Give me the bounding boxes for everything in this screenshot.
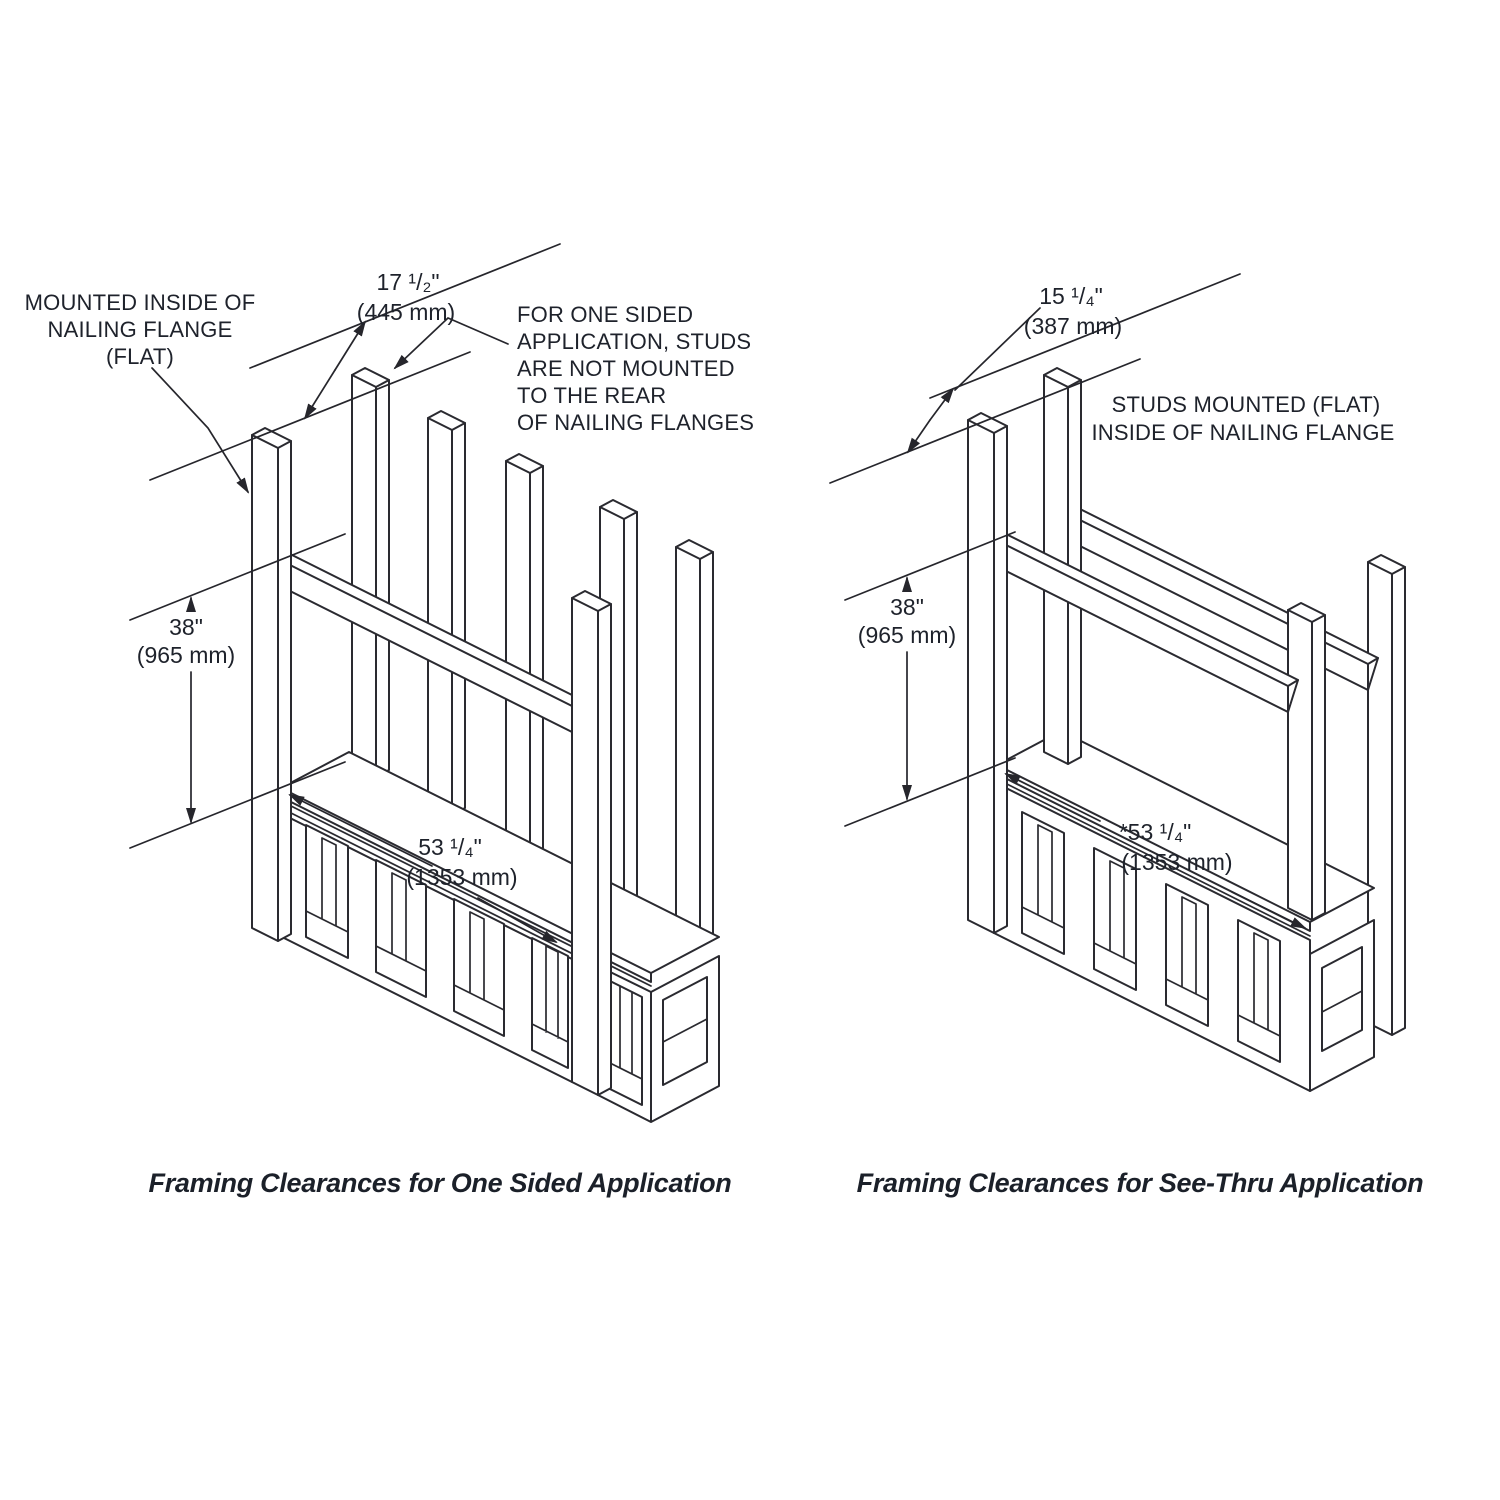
sill-openings xyxy=(1021,811,1281,1063)
right-mid-post xyxy=(1287,602,1326,921)
rear-framing-hints xyxy=(1021,824,1281,1037)
depth-dim-metric: (387 mm) xyxy=(1024,313,1122,339)
height-dim-value: 38" xyxy=(890,594,924,620)
see-thru-caption: Framing Clearances for See-Thru Applicat… xyxy=(857,1168,1424,1198)
one-sided-line3: ARE NOT MOUNTED xyxy=(517,356,735,381)
mounted-label-line1: MOUNTED INSIDE OF xyxy=(25,290,256,315)
studs-mounted-note: STUDS MOUNTED (FLAT) INSIDE OF NAILING F… xyxy=(1091,392,1394,445)
height-dim-metric: (965 mm) xyxy=(858,622,956,648)
sill-openings xyxy=(305,824,569,1069)
mounted-label-line2: NAILING FLANGE xyxy=(48,317,233,342)
height-dim-value: 38" xyxy=(169,614,203,640)
one-sided-note: FOR ONE SIDED APPLICATION, STUDS ARE NOT… xyxy=(393,302,754,435)
king-studs xyxy=(251,427,612,1096)
one-sided-line2: APPLICATION, STUDS xyxy=(517,329,751,354)
width-dimension: *53 ¹/₄" (1353 mm) xyxy=(1004,773,1307,929)
depth-dimension: 15 ¹/₄" (387 mm) xyxy=(829,273,1241,484)
studs-note-line1: STUDS MOUNTED (FLAT) xyxy=(1112,392,1381,417)
width-dim-value: 53 ¹/₄" xyxy=(418,834,482,860)
studs-note-line2: INSIDE OF NAILING FLANGE xyxy=(1091,420,1394,445)
sill-frame xyxy=(277,811,573,1083)
right-return xyxy=(597,955,720,1123)
height-dimension: 38" (965 mm) xyxy=(844,531,1016,827)
width-dimension: 53 ¹/₄" (1353 mm) xyxy=(288,794,558,943)
one-sided-caption: Framing Clearances for One Sided Applica… xyxy=(149,1168,732,1198)
rear-framing-hints xyxy=(305,837,569,1043)
width-dim-metric: (1353 mm) xyxy=(1121,849,1232,875)
width-dim-metric: (1353 mm) xyxy=(406,864,517,890)
depth-dim-value: 17 ¹/₂" xyxy=(376,269,439,295)
king-stud xyxy=(967,412,1008,934)
wall-end-face xyxy=(1309,919,1375,1092)
depth-dim-value: 15 ¹/₄" xyxy=(1039,283,1103,309)
height-dim-metric: (965 mm) xyxy=(137,642,235,668)
see-thru-diagram: 15 ¹/₄" (387 mm) STUDS MOUNTED (FLAT) IN… xyxy=(829,273,1424,1198)
depth-dim-metric: (445 mm) xyxy=(357,299,455,325)
one-sided-line1: FOR ONE SIDED xyxy=(517,302,693,327)
one-sided-line5: OF NAILING FLANGES xyxy=(517,410,754,435)
height-dimension: 38" (965 mm) xyxy=(129,533,346,849)
width-dim-value: *53 ¹/₄" xyxy=(1119,819,1192,845)
mounted-label-leader: MOUNTED INSIDE OF NAILING FLANGE (FLAT) xyxy=(25,290,256,494)
mounted-label-line3: (FLAT) xyxy=(106,344,174,369)
one-sided-diagram: 17 ¹/₂" (445 mm) MOUNTED INSIDE OF NAILI… xyxy=(25,243,754,1198)
one-sided-line4: TO THE REAR xyxy=(517,383,666,408)
depth-dimension: 17 ¹/₂" (445 mm) xyxy=(149,243,561,481)
